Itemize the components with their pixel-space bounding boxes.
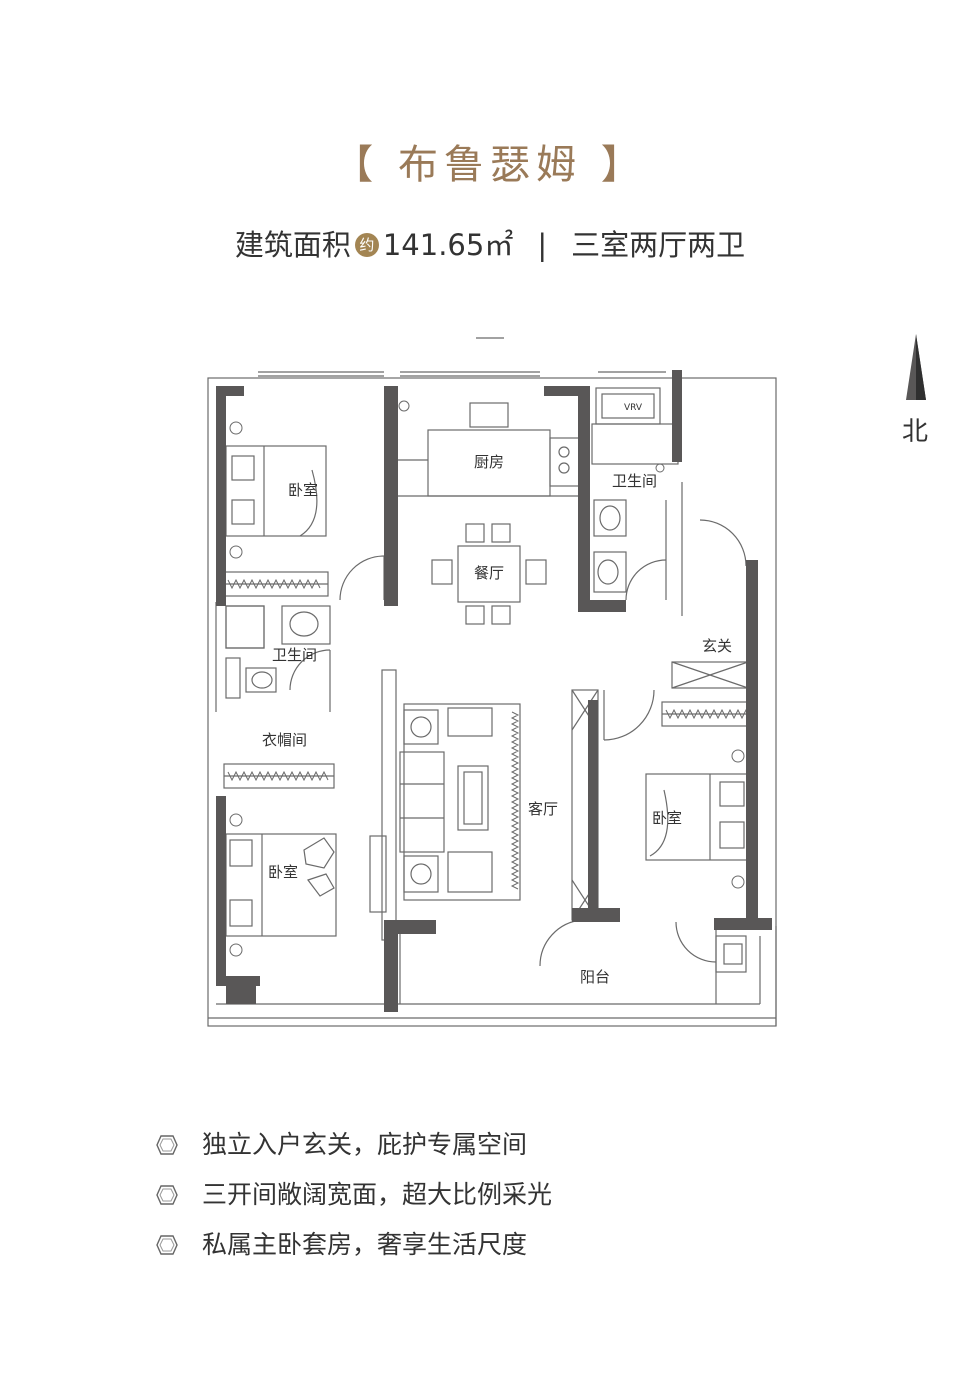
- room-bedroom-sw: 卧室: [268, 863, 298, 881]
- floor-plan: 卧室 厨房 卫生间 餐厅 卫生间 玄关 衣帽间 客厅 卧室 卧室 阳台 VRV …: [207, 334, 928, 1027]
- room-kitchen: 厨房: [474, 453, 504, 471]
- feature-text: 独立入户玄关，庇护专属空间: [202, 1130, 528, 1159]
- room-living: 客厅: [528, 800, 558, 818]
- room-dining: 餐厅: [474, 564, 504, 582]
- room-bath-ne: 卫生间: [612, 472, 657, 490]
- area-label: 建筑面积: [234, 228, 351, 262]
- vrv-label: VRV: [624, 403, 643, 413]
- room-bedroom-nw: 卧室: [288, 481, 318, 499]
- feature-text: 三开间敞阔宽面，超大比例采光: [202, 1180, 553, 1209]
- title-bracket-left: 【: [333, 142, 380, 188]
- room-bath-w: 卫生间: [272, 646, 317, 664]
- layout-type: 三室两厅两卫: [571, 228, 746, 262]
- hexagon-bullet-icon: [156, 1185, 178, 1205]
- room-closet: 衣帽间: [262, 731, 307, 749]
- north-arrow-icon: [906, 334, 926, 400]
- area-value: 141.65㎡: [382, 228, 514, 262]
- plan-name: 布鲁瑟姆: [398, 142, 582, 188]
- room-balcony: 阳台: [580, 968, 610, 986]
- feature-text: 私属主卧套房，奢享生活尺度: [202, 1230, 528, 1259]
- approx-badge: 约: [354, 233, 379, 257]
- room-foyer: 玄关: [702, 637, 732, 655]
- north-label: 北: [902, 417, 928, 447]
- hexagon-bullet-icon: [156, 1135, 178, 1155]
- hexagon-bullet-icon: [156, 1235, 178, 1255]
- room-bedroom-e: 卧室: [652, 809, 682, 827]
- title-bracket-right: 】: [600, 142, 647, 188]
- separator: |: [537, 228, 548, 262]
- plan-title: 【 布鲁瑟姆 】: [0, 132, 980, 190]
